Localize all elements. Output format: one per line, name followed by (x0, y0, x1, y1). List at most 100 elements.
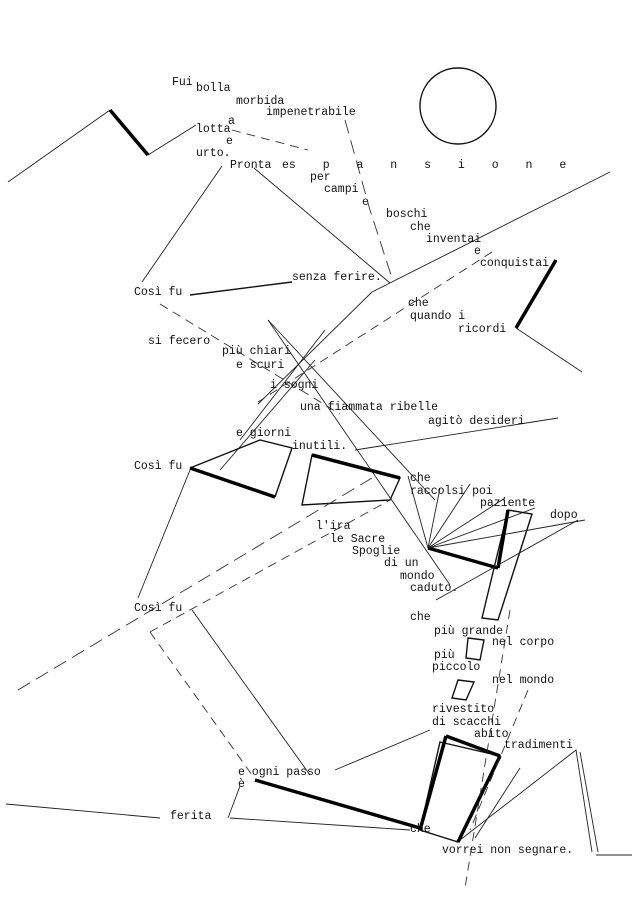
word-che-4: che (410, 611, 431, 624)
word-che-5: che (410, 823, 431, 836)
word-paziente: paziente (480, 497, 536, 510)
word-di-scacchi: di scacchi (432, 716, 502, 729)
word-lotta: lotta (196, 123, 231, 136)
mountain-left-bold (108, 108, 150, 157)
word-abito: abito (474, 728, 509, 741)
word-a: a (228, 115, 235, 128)
word-cosi-fu-3: Così fu (134, 602, 183, 615)
word-piu-chiari: più chiari (222, 345, 292, 358)
dash-conquistai (257, 251, 493, 403)
dash-cosi3 (149, 631, 253, 776)
word-piccolo: piccolo (432, 661, 481, 674)
word-piu-grande: più grande (434, 625, 504, 638)
dash-left-mid (149, 499, 391, 633)
word-campi: campi (324, 183, 359, 196)
word-espansione: es p a n s i o n e (282, 159, 567, 172)
word-ferita: ferita (170, 810, 212, 823)
pentagon (301, 454, 401, 506)
word-che-3: che (410, 472, 431, 485)
pentagon-bold (311, 453, 401, 480)
word-che-1: che (410, 221, 431, 234)
fan-bold (427, 546, 499, 570)
word-vorrei-non-segnare: vorrei non segnare. (442, 844, 574, 857)
word-cosi-fu-1: Così fu (134, 286, 183, 299)
line-cosi-senza (189, 281, 293, 296)
word-fui: Fui (172, 76, 193, 89)
word-impenetrabile: impenetrabile (266, 106, 356, 119)
dash-cosi-sogni (159, 303, 341, 415)
line-urto-senza (253, 167, 391, 284)
line-e-ferita (227, 785, 241, 819)
diag-expansion-2 (257, 291, 373, 405)
word-urto: urto. (196, 147, 231, 160)
word-quando-i: quando i (410, 310, 466, 323)
word-nel-corpo: nel corpo (492, 636, 555, 649)
word-spoglie: Spoglie (352, 545, 401, 558)
word-dopo: dopo (550, 509, 578, 522)
fan-3 (427, 497, 506, 549)
line-cosi3-passo (191, 609, 311, 776)
word-le-sacre: le Sacre (330, 533, 386, 546)
sun-circle (419, 67, 497, 145)
quad-left (189, 439, 293, 498)
fan-4 (427, 507, 536, 549)
word-fiammata: una fiammata ribelle (300, 401, 439, 414)
line-ferita-che (229, 817, 411, 831)
dash-left-long (17, 477, 373, 691)
word-rivestito: rivestito (432, 703, 495, 716)
word-inutili: inutili. (292, 440, 348, 453)
word-che-2: che (408, 297, 429, 310)
word-di-un: di un (384, 557, 419, 570)
small-box-2 (451, 679, 476, 701)
mountain-left-b (147, 124, 197, 156)
word-e-2: e (362, 196, 369, 209)
fan-2 (427, 483, 471, 549)
word-nel-mondo: nel mondo (492, 674, 555, 687)
diag-ricordi-2 (267, 319, 436, 501)
mountain-right-2 (579, 751, 599, 853)
dash-vertical (464, 609, 511, 889)
word-tradimenti: tradimenti (504, 739, 574, 752)
line-dopo (427, 519, 586, 549)
fan-1 (407, 475, 429, 549)
word-e-scuri: e scuri (236, 359, 285, 372)
word-ricordi: ricordi (458, 323, 507, 336)
word-e-accent: è (238, 778, 245, 791)
word-bolla: bolla (196, 82, 231, 95)
word-cosi-fu-2: Così fu (134, 460, 183, 473)
dash-diag-bottom (469, 689, 529, 831)
word-morbida: morbida (236, 95, 285, 108)
word-agito-desideri: agitò desideri (428, 415, 525, 428)
peak-right-thin (515, 327, 583, 373)
tall-parallelogram-bold (496, 509, 510, 569)
word-i-sogni: i sogni (270, 379, 319, 392)
bottom-left-horizon (5, 803, 161, 819)
diag-right-long (435, 519, 579, 601)
peak-right-bold (514, 259, 558, 329)
line-tradimenti-down (474, 767, 521, 839)
word-e-3: e (474, 245, 481, 258)
word-per: per (310, 171, 331, 184)
abito-bold-3 (456, 755, 502, 843)
word-l-ira: l'ira (316, 520, 351, 533)
word-conquistai: conquistai (480, 257, 550, 270)
diag-mid-2 (219, 359, 316, 471)
small-box-1 (465, 637, 485, 661)
word-boschi: boschi (386, 208, 428, 221)
line-desideri (354, 417, 559, 451)
word-pronta: Pronta (230, 159, 272, 172)
diag-piu-chiari (239, 329, 326, 441)
word-e-1: e (226, 135, 233, 148)
line-urto-down (141, 165, 223, 283)
dash-impenetrabile (344, 119, 393, 279)
word-si-fecero: si fecero (148, 335, 211, 348)
bold-passo (254, 778, 421, 830)
diag-expansion (371, 171, 611, 293)
word-piu: più (434, 649, 455, 662)
word-e-ogni-passo: e ogni passo (238, 766, 321, 779)
line-passo-tradimenti (334, 729, 431, 771)
mountain-right (459, 749, 593, 853)
word-senza-ferire: senza ferire. (292, 271, 382, 284)
